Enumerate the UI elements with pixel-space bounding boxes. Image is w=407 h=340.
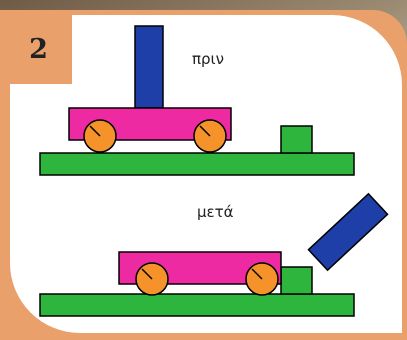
scene-after bbox=[39, 192, 389, 317]
obstacle-block-after bbox=[280, 266, 313, 295]
obstacle-block-before bbox=[280, 125, 313, 154]
tipped-block-after bbox=[307, 192, 389, 272]
wheel-right-after bbox=[245, 262, 279, 296]
wheel-left-after bbox=[135, 262, 169, 296]
wheel-right-before bbox=[193, 119, 227, 153]
ground-after bbox=[39, 293, 355, 317]
scene-before bbox=[39, 25, 355, 176]
wheel-left-before bbox=[83, 119, 117, 153]
ground-before bbox=[39, 152, 355, 176]
label-before: πριν bbox=[192, 50, 225, 68]
label-after: μετά bbox=[197, 203, 234, 221]
upright-block-before bbox=[134, 25, 164, 109]
panel-number-badge: 2 bbox=[5, 14, 72, 84]
panel-number: 2 bbox=[29, 33, 48, 65]
